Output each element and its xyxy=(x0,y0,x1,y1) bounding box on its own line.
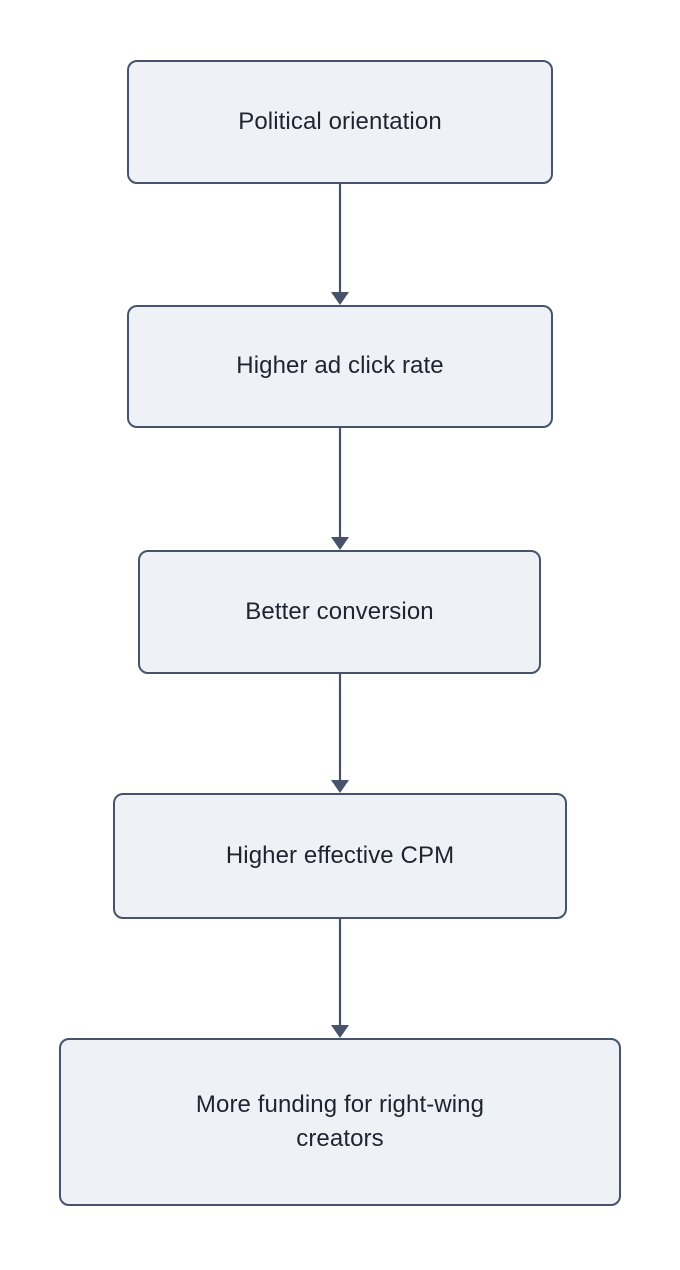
edge-arrowhead-icon xyxy=(331,1025,349,1038)
node-label: More funding for right-wing creators xyxy=(195,1090,485,1152)
node-higher-effective-cpm[interactable]: Higher effective CPM xyxy=(113,793,567,919)
node-higher-ad-click-rate[interactable]: Higher ad click rate xyxy=(127,305,553,428)
node-label: Higher ad click rate xyxy=(236,352,444,380)
node-political-orientation[interactable]: Political orientation xyxy=(127,60,553,184)
node-label: Better conversion xyxy=(245,597,434,625)
edge-arrowhead-icon xyxy=(331,292,349,305)
node-more-funding-right-wing-creators[interactable]: More funding for right-wing creators xyxy=(59,1038,621,1206)
node-label: Higher effective CPM xyxy=(225,841,455,869)
edge-arrowhead-icon xyxy=(331,537,349,550)
node-better-conversion[interactable]: Better conversion xyxy=(138,550,541,674)
edges-group xyxy=(331,184,349,1038)
edge-arrowhead-icon xyxy=(331,780,349,793)
node-label: Political orientation xyxy=(238,107,442,135)
